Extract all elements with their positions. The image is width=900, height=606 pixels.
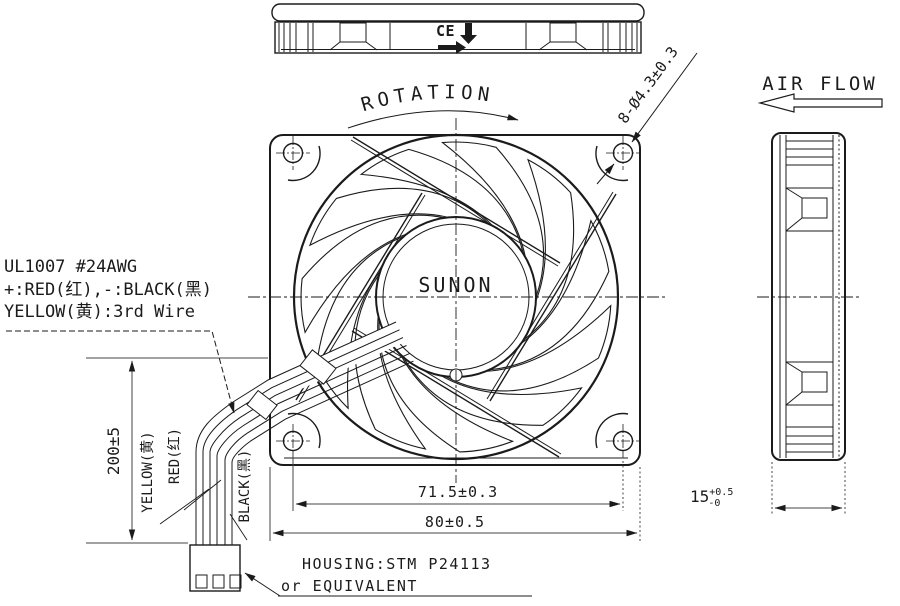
hole-pitch-value: 71.5±0.3 bbox=[418, 483, 498, 501]
wire-spec-line2: +:RED(红),-:BLACK(黑) bbox=[4, 280, 212, 300]
side-view-frame bbox=[771, 132, 846, 461]
black-wire-leader bbox=[229, 513, 248, 541]
housing-leader bbox=[244, 572, 281, 597]
fan-blades bbox=[300, 141, 612, 453]
yellow-wire-leader bbox=[159, 488, 210, 525]
connector-pin bbox=[229, 574, 242, 589]
wire-spec-note: UL1007 #24AWG +:RED(红),-:BLACK(黑) YELLOW… bbox=[4, 257, 235, 414]
rotation-direction-arrow bbox=[347, 110, 519, 129]
fan-top-view: CE bbox=[271, 3, 645, 54]
hole-callout-leader bbox=[631, 52, 698, 143]
hole-callout: 8-Ø4.3±0.3 bbox=[596, 43, 698, 185]
thickness-value: 15+0.5-0 bbox=[690, 487, 733, 509]
housing-line1: HOUSING:STM P24113 bbox=[302, 555, 492, 573]
top-view-hatch-right bbox=[602, 23, 638, 52]
housing-note: HOUSING:STM P24113 or EQUIVALENT bbox=[244, 555, 532, 597]
top-view-hatch-left bbox=[278, 23, 314, 52]
right-arrow-icon bbox=[438, 41, 466, 54]
connector-pin bbox=[195, 574, 208, 589]
top-view-boss-left bbox=[329, 22, 391, 51]
lead-length-value: 200±5 bbox=[104, 427, 123, 475]
top-view-band bbox=[274, 21, 642, 54]
airflow-annotation: AIR FLOW bbox=[757, 73, 883, 113]
frame-corner-arcs bbox=[287, 145, 629, 449]
fan-blade bbox=[441, 141, 545, 299]
fan-blade bbox=[487, 219, 610, 371]
ce-mark-label: CE bbox=[436, 22, 455, 40]
down-arrow-icon bbox=[460, 23, 477, 44]
red-wire-leader bbox=[183, 479, 222, 511]
top-view-boss-right bbox=[525, 22, 588, 51]
fan-blade bbox=[300, 214, 447, 334]
fan-blade bbox=[522, 158, 575, 342]
rotation-annotation: ROTATION bbox=[347, 81, 519, 129]
fan-side-view bbox=[757, 132, 861, 461]
rotation-label: ROTATION bbox=[359, 81, 496, 116]
wire-bundle bbox=[195, 321, 414, 545]
wire-spec-line1: UL1007 #24AWG bbox=[4, 257, 137, 277]
fan-blade bbox=[354, 272, 427, 450]
fan-front-view: SUNON bbox=[195, 118, 666, 545]
fan-blade bbox=[442, 304, 612, 392]
brand-label: SUNON bbox=[418, 273, 493, 297]
dimension-frame-width: 80±0.5 bbox=[269, 467, 641, 541]
side-view-boss-top bbox=[785, 187, 833, 232]
wire-clip bbox=[299, 349, 337, 385]
fan-blade bbox=[402, 356, 583, 426]
red-wire-label: RED(红) bbox=[167, 428, 183, 484]
wire-spec-leader bbox=[6, 330, 235, 414]
side-view-boss-bottom bbox=[785, 361, 833, 406]
dimension-lead-length: 200±5 bbox=[86, 357, 268, 544]
connector-housing bbox=[189, 544, 241, 592]
fan-blade bbox=[378, 317, 515, 453]
hole-callout-label: 8-Ø4.3±0.3 bbox=[614, 43, 682, 127]
frame-width-value: 80±0.5 bbox=[425, 513, 485, 531]
connector-pin bbox=[212, 574, 225, 589]
black-wire-label: BLACK(黑) bbox=[237, 449, 253, 522]
wire-spec-line3: YELLOW(黄):3rd Wire bbox=[4, 302, 195, 322]
dimension-thickness: 15+0.5-0 bbox=[690, 462, 846, 514]
side-view-blade-edges bbox=[786, 140, 833, 453]
fan-blade bbox=[308, 187, 491, 247]
dimension-hole-pitch: 71.5±0.3 bbox=[292, 452, 624, 511]
top-view-frame-cap bbox=[271, 3, 645, 22]
airflow-label: AIR FLOW bbox=[762, 73, 878, 95]
airflow-direction-arrow bbox=[757, 93, 883, 113]
housing-line2: or EQUIVALENT bbox=[281, 577, 418, 595]
yellow-wire-label: YELLOW(黄) bbox=[139, 431, 156, 512]
mounting-holes bbox=[276, 136, 640, 458]
hole-callout-leader-tail bbox=[596, 163, 615, 185]
lead-wires-and-connector: YELLOW(黄) RED(红) BLACK(黑) bbox=[139, 428, 253, 592]
wire-clip bbox=[246, 389, 278, 421]
